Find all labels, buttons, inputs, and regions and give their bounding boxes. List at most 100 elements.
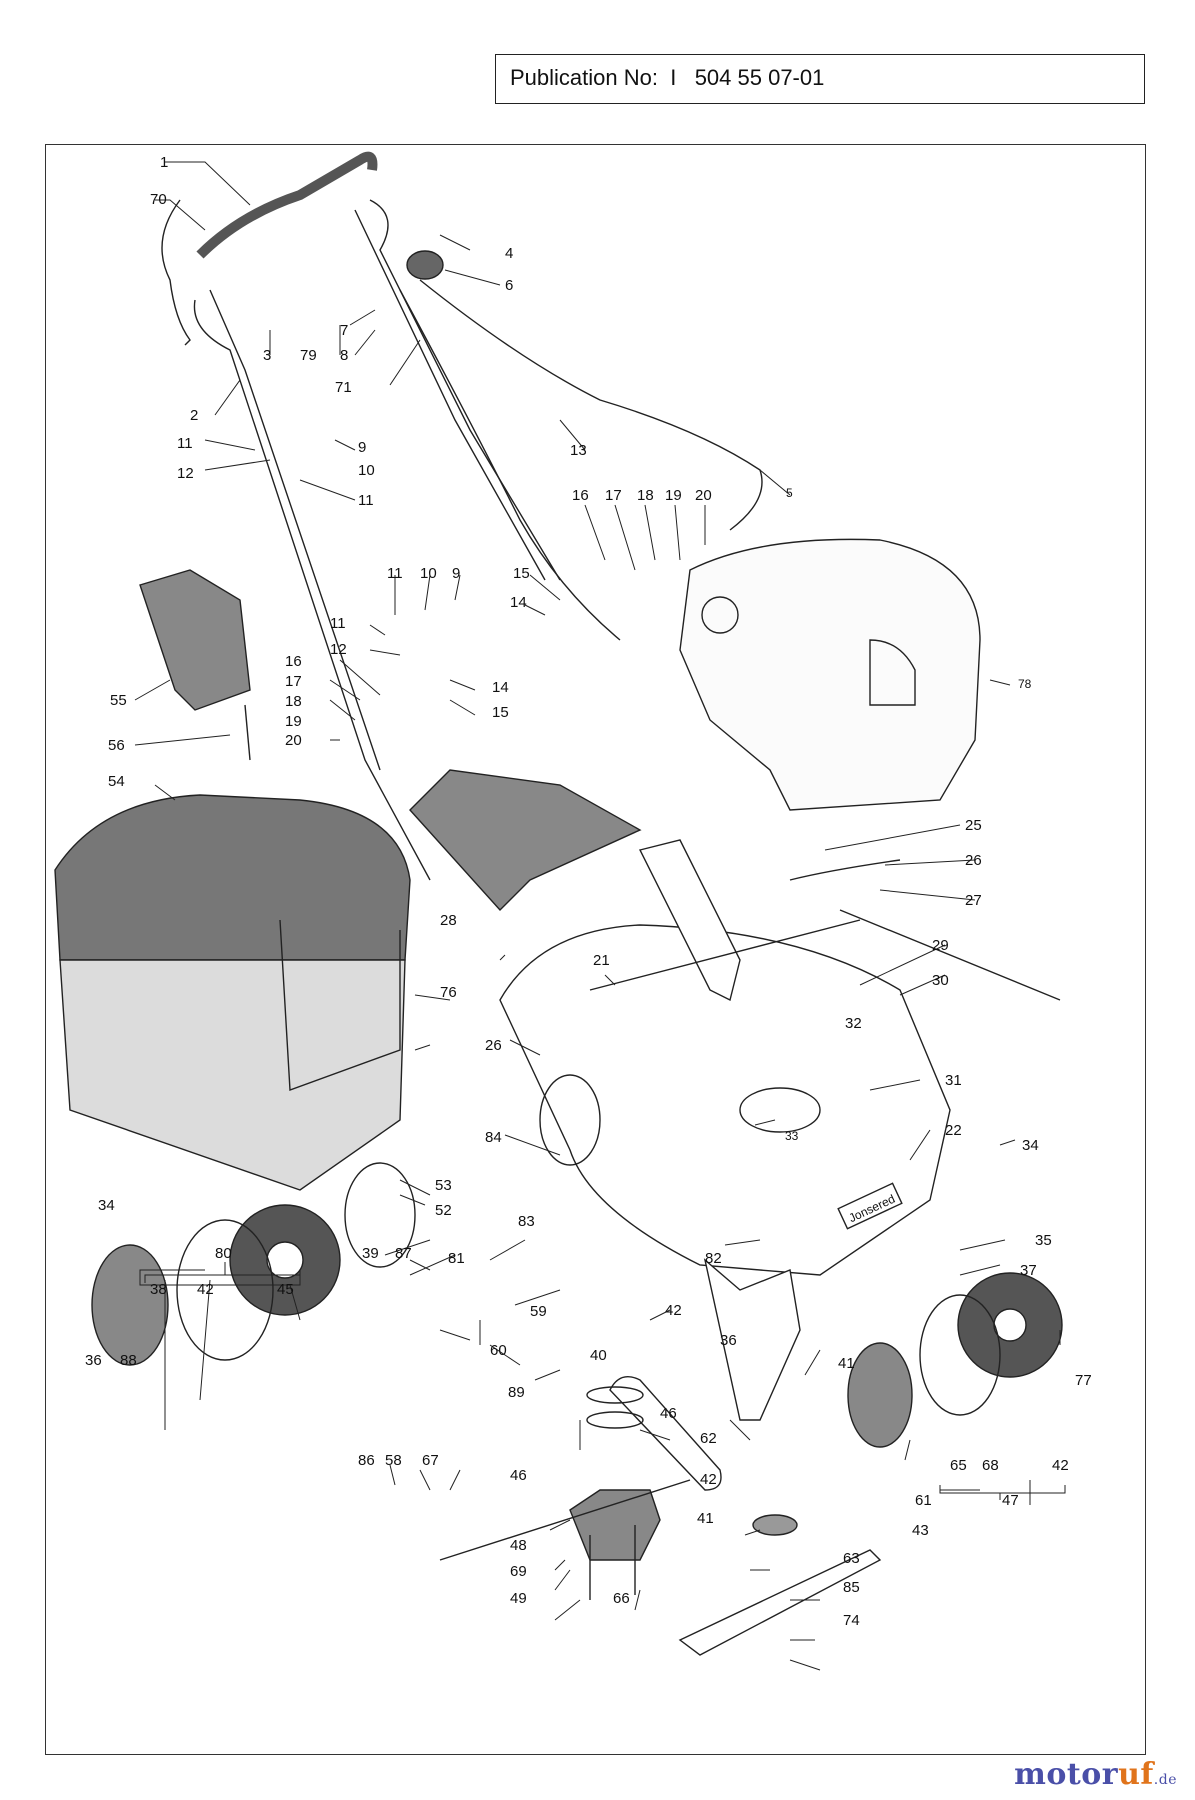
part-label: 19	[285, 713, 302, 730]
part-label: 12	[177, 465, 194, 482]
part-label: 49	[510, 1590, 527, 1607]
part-label: 74	[843, 1612, 860, 1629]
part-label: 8	[340, 347, 348, 364]
publication-box: Publication No: I 504 55 07-01	[495, 54, 1145, 104]
part-label: 22	[945, 1122, 962, 1139]
cutting-blade	[678, 1549, 882, 1656]
part-label: 60	[490, 1342, 507, 1359]
rear-axle	[589, 909, 1061, 1001]
part-label: 15	[513, 565, 530, 582]
drive-belt	[609, 1376, 722, 1491]
handle-tube-right-inner	[354, 209, 546, 581]
handle-tube-left	[193, 299, 431, 881]
watermark-part1: motor	[1014, 1757, 1119, 1792]
blade-adapter	[752, 1514, 798, 1536]
part-label: 28	[440, 912, 457, 929]
part-label: 38	[150, 1281, 167, 1298]
part-label: 39	[362, 1245, 379, 1262]
part-label: 42	[197, 1281, 214, 1298]
part-label: 87	[395, 1245, 412, 1262]
part-label: 14	[492, 679, 509, 696]
part-label: 71	[335, 379, 352, 396]
part-label: 30	[932, 972, 949, 989]
part-label: 53	[435, 1177, 452, 1194]
part-label: 18	[637, 487, 654, 504]
part-label: 42	[665, 1302, 682, 1319]
part-label: 79	[300, 347, 317, 364]
catcher-lid	[54, 794, 411, 961]
front-wheel-right-hub	[993, 1308, 1027, 1342]
callout-leaders	[134, 161, 1061, 1671]
catcher-frame	[279, 919, 401, 1091]
belt-guard	[703, 1258, 801, 1421]
part-label: 62	[700, 1430, 717, 1447]
part-label: 47	[1002, 1492, 1019, 1509]
part-label: 7	[340, 322, 348, 339]
deck-center-plate	[739, 1087, 821, 1133]
part-label: 61	[915, 1492, 932, 1509]
part-label: 11	[358, 492, 374, 509]
part-label: 16	[572, 487, 589, 504]
part-label: 5	[786, 486, 793, 500]
gearbox	[569, 1489, 661, 1561]
part-label: 56	[108, 737, 125, 754]
part-label: 63	[843, 1550, 860, 1567]
part-label: 9	[452, 565, 460, 582]
part-label: 26	[485, 1037, 502, 1054]
watermark-suffix: .de	[1153, 1772, 1177, 1788]
part-label: 2	[190, 407, 198, 424]
wheel-group-bracket-87	[144, 1262, 301, 1283]
wheel-group-bracket-43	[939, 1485, 1066, 1500]
handle-tube-right	[369, 199, 561, 581]
diagram-frame	[45, 144, 1146, 1755]
part-label: 34	[1022, 1137, 1039, 1154]
part-label: 9	[358, 439, 366, 456]
part-label: 1	[160, 154, 168, 171]
part-label: 11	[177, 435, 193, 452]
part-label: 25	[965, 817, 982, 834]
rod-27	[789, 859, 901, 881]
part-label: 85	[843, 1579, 860, 1596]
rear-flap	[139, 569, 251, 711]
watermark-part2: uf	[1118, 1757, 1154, 1792]
handle-tube-left-inner	[209, 289, 381, 771]
drive-shaft	[439, 1479, 691, 1561]
part-label: 41	[838, 1355, 855, 1372]
part-label: 36	[720, 1332, 737, 1349]
part-label: 19	[665, 487, 682, 504]
part-label: 17	[605, 487, 622, 504]
publication-separator: I	[670, 65, 677, 90]
height-lever	[638, 839, 741, 1002]
part-label: 55	[110, 692, 127, 709]
part-label: 4	[505, 245, 513, 262]
part-label: 46	[510, 1467, 527, 1484]
engine-block	[679, 538, 981, 811]
part-label: 48	[510, 1537, 527, 1554]
part-label: 59	[530, 1303, 547, 1320]
part-label: 26	[965, 852, 982, 869]
part-label: 17	[285, 673, 302, 690]
part-label: 31	[945, 1072, 962, 1089]
bail-lever	[161, 199, 191, 346]
part-label: 12	[330, 641, 347, 658]
part-label: 21	[593, 952, 610, 969]
part-label: 77	[1075, 1372, 1092, 1389]
part-label: 76	[440, 984, 457, 1001]
part-label: 89	[508, 1384, 525, 1401]
throttle-control	[406, 250, 444, 280]
part-label: 86	[358, 1452, 375, 1469]
pulley-lower	[586, 1411, 644, 1429]
part-label: 6	[505, 277, 513, 294]
part-label: 14	[510, 594, 527, 611]
part-label: 43	[912, 1522, 929, 1539]
part-label: 33	[785, 1129, 799, 1143]
handle-upper-bar	[196, 151, 378, 259]
part-label: 32	[845, 1015, 862, 1032]
part-label: 35	[1035, 1232, 1052, 1249]
engine-label-plate	[869, 639, 916, 706]
part-label: 34	[98, 1197, 115, 1214]
part-label: 18	[285, 693, 302, 710]
part-label: 42	[1052, 1457, 1069, 1474]
publication-label: Publication No:	[510, 65, 658, 90]
part-label: 10	[420, 565, 437, 582]
